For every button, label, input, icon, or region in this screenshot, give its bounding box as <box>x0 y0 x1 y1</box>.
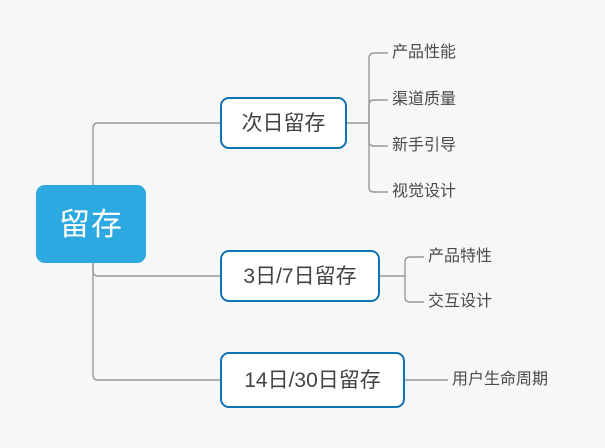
branch-node-2-label: 3日/7日留存 <box>243 264 357 288</box>
branch-node-2[interactable]: 3日/7日留存 <box>220 250 380 302</box>
branch-node-3-label: 14日/30日留存 <box>244 368 381 392</box>
connector-root-to-branch-1 <box>92 122 220 185</box>
branch-node-3[interactable]: 14日/30日留存 <box>220 352 405 408</box>
leaf-label-novice-guidance: 新手引导 <box>392 137 457 154</box>
leaf-label-channel-quality: 渠道质量 <box>392 91 457 108</box>
connector-branch-1-leaf-4 <box>368 123 388 193</box>
connector-branch-2-leaf-1 <box>404 256 424 276</box>
branch-node-1[interactable]: 次日留存 <box>220 97 347 149</box>
leaf-label-product-features: 产品特性 <box>428 248 493 265</box>
connector-branch-1-leaf-3 <box>368 123 388 147</box>
leaf-label-interaction-design: 交互设计 <box>428 293 493 310</box>
connector-branch-2-leaf-2 <box>404 276 424 303</box>
branch-node-1-label: 次日留存 <box>241 111 326 135</box>
connector-branch-1-leaf-1 <box>368 52 388 123</box>
leaf-label-product-performance: 产品性能 <box>392 44 457 61</box>
connector-root-to-branch-3 <box>92 263 220 381</box>
leaf-label-visual-design: 视觉设计 <box>392 183 457 200</box>
connector-branch-1-leaf-2 <box>368 99 388 123</box>
root-node-label: 留存 <box>59 206 123 242</box>
leaf-label-user-lifecycle: 用户生命周期 <box>452 371 549 388</box>
connector-root-to-branch-2 <box>92 263 220 277</box>
root-node[interactable]: 留存 <box>36 185 146 263</box>
